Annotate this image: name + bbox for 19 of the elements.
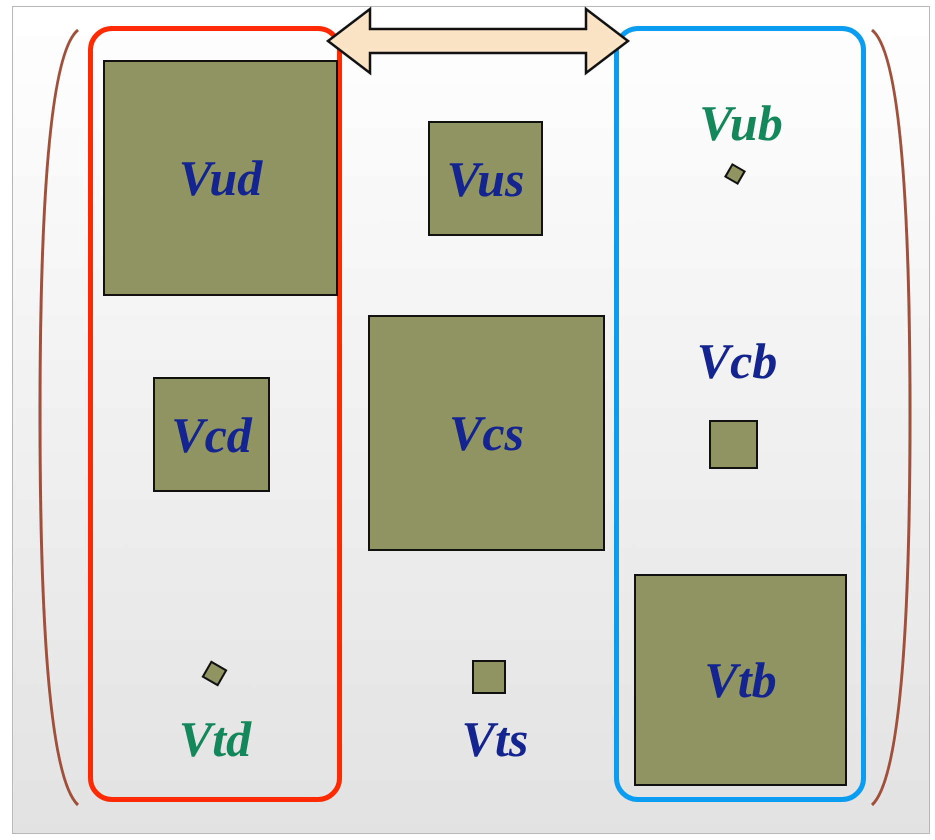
matrix-element-label: Vtd bbox=[178, 714, 252, 764]
matrix-element-square bbox=[428, 121, 543, 236]
column-frame bbox=[614, 26, 866, 802]
matrix-element-square bbox=[634, 574, 847, 786]
matrix-element-label: Vtb bbox=[704, 655, 777, 705]
matrix-element-label: Vus bbox=[446, 154, 524, 204]
matrix-element-label: Vcd bbox=[171, 410, 252, 460]
matrix-element-label: Vts bbox=[462, 714, 528, 764]
matrix-element-label: Vcs bbox=[449, 408, 524, 458]
matrix-element-square bbox=[368, 315, 605, 551]
matrix-element-square bbox=[153, 377, 270, 492]
column-frame bbox=[88, 26, 342, 802]
matrix-element-square bbox=[472, 660, 506, 694]
double-arrow bbox=[326, 6, 630, 76]
matrix-element-square bbox=[709, 420, 758, 469]
matrix-element-label: Vud bbox=[178, 153, 262, 203]
matrix-element-label: Vub bbox=[699, 98, 783, 148]
matrix-element-label: Vcb bbox=[696, 336, 778, 386]
matrix-element-square bbox=[103, 60, 338, 296]
